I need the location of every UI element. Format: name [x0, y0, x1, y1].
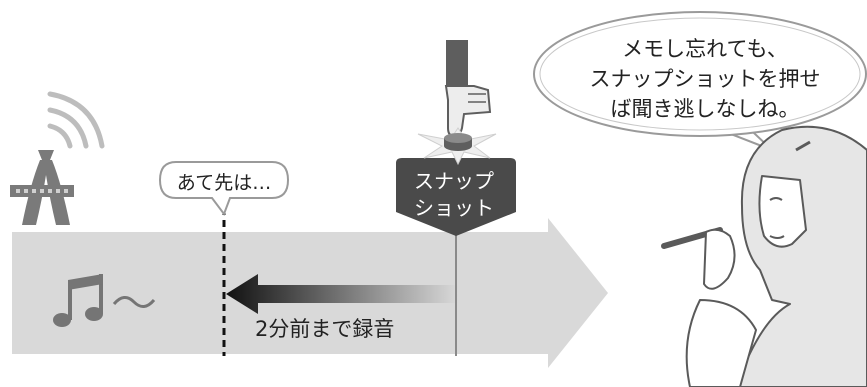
woman-illustration	[661, 125, 867, 387]
speech-bubble-text: メモし忘れても、 スナップショットを押せ ば聞き逃しなしね。	[560, 34, 850, 124]
pointing-hand-icon	[444, 40, 492, 138]
music-note-icon	[53, 274, 103, 327]
rewind-arrow	[226, 274, 458, 314]
tilde-icon	[112, 296, 156, 308]
speech-line: メモし忘れても、	[622, 37, 788, 61]
snapshot-label-box	[396, 158, 516, 236]
snapshot-button-icon	[417, 127, 497, 166]
snapshot-label-line: ショット	[414, 196, 494, 220]
snapshot-label-line: スナップ	[414, 169, 494, 193]
rewind-label: 2分前まで録音	[255, 317, 395, 341]
small-bubble-text: あて先は…	[176, 172, 272, 194]
large-speech-bubble	[533, 11, 867, 151]
snapshot-label: スナップ ショット	[398, 168, 510, 222]
speech-line: スナップショットを押せ	[589, 67, 821, 91]
speech-line: ば聞き逃しなしね。	[610, 97, 800, 121]
small-speech-bubble	[158, 161, 290, 217]
broadcast-tower-icon	[10, 150, 74, 225]
radio-waves-icon	[47, 91, 105, 149]
